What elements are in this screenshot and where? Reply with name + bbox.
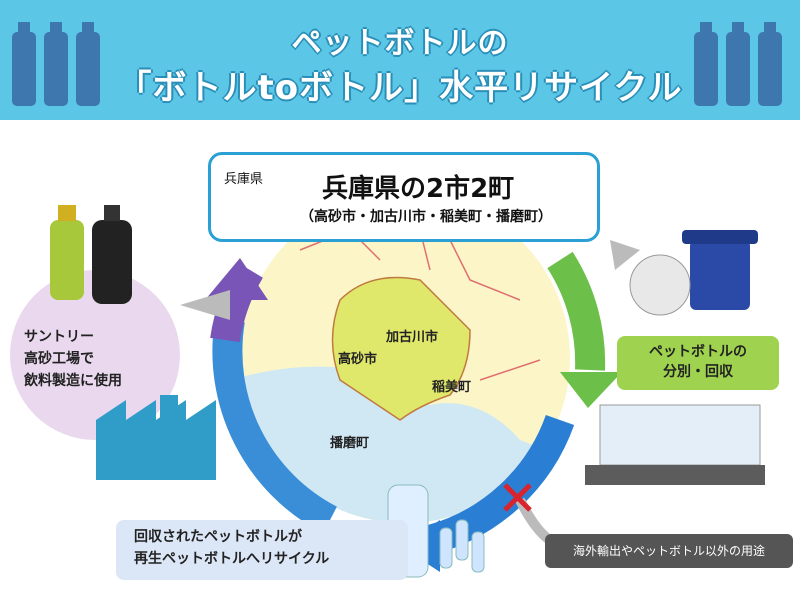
header-banner xyxy=(0,0,800,120)
region-title: 兵庫県の2市2町 xyxy=(322,174,515,204)
region-box xyxy=(208,152,600,242)
bottles-right-icon xyxy=(694,22,782,106)
export-label: 海外輸出やペットボトル以外の用途 xyxy=(572,544,765,558)
factory-line3: 飲料製造に使用 xyxy=(24,373,122,389)
recycle-line2: 再生ペットボトルへリサイクル xyxy=(134,551,330,567)
cross-icon xyxy=(503,483,532,512)
recycle-box xyxy=(116,520,408,580)
bottles-left-icon xyxy=(12,22,100,106)
city-kakogawa: 加古川市 xyxy=(386,330,439,345)
tea-bottle-icon xyxy=(50,205,84,300)
factory-line2: 高砂工場で xyxy=(24,351,94,367)
recycle-label: 回収されたペットボトルが 再生ペットボトルへリサイクル xyxy=(134,526,329,570)
arrow-blue-left xyxy=(212,317,338,534)
trash-bag-icon xyxy=(629,254,691,316)
coffee-bottle-icon xyxy=(92,205,132,304)
preform-icon xyxy=(439,519,485,573)
factory-label: サントリー 高砂工場で 飲料製造に使用 xyxy=(24,326,122,392)
arrow-green xyxy=(547,251,606,371)
sort-collect-label: ペットボトルの 分別・回収 xyxy=(617,342,779,382)
city-harima: 播磨町 xyxy=(330,436,370,451)
factory-line1: サントリー xyxy=(24,329,94,345)
sort-collect-box xyxy=(617,336,779,390)
city-takasago: 高砂市 xyxy=(338,352,378,367)
sort-line2: 分別・回収 xyxy=(663,364,733,380)
export-box xyxy=(545,534,793,568)
prefecture-label: 兵庫県 xyxy=(222,168,266,187)
trash-bin-icon xyxy=(682,230,758,310)
city-inami: 稲美町 xyxy=(432,380,472,395)
region-subtitle: （高砂市・加古川市・稲美町・播磨町） xyxy=(300,209,552,225)
recycle-line1: 回収されたペットボトルが xyxy=(134,529,302,545)
bottle-bale-icon xyxy=(585,404,765,485)
factory-icon xyxy=(96,395,216,480)
sort-line1: ペットボトルの xyxy=(649,344,747,360)
factory-circle xyxy=(10,270,180,440)
title-line1: ペットボトルの xyxy=(291,26,509,61)
title-line2: 「ボトルtoボトル」水平リサイクル xyxy=(117,68,683,108)
